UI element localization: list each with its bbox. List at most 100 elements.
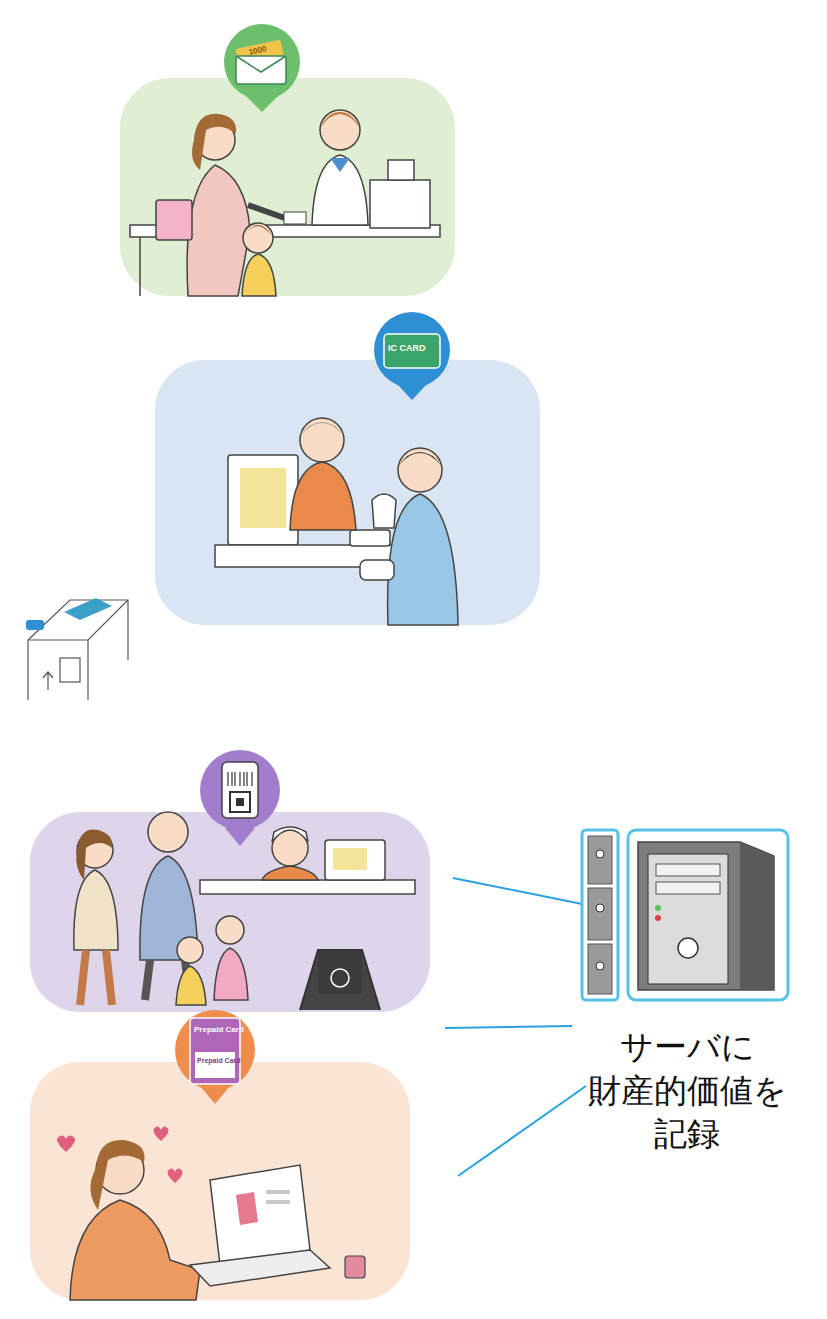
qr-code-scene <box>262 866 318 880</box>
ic-card-scene <box>240 468 286 528</box>
qr-code-scene <box>148 818 188 830</box>
ticket-gate-icon <box>87 640 88 700</box>
voucher-scene <box>284 212 306 224</box>
qr-code-scene <box>200 880 415 894</box>
qr-code-scene <box>80 950 86 1005</box>
qr-code-scene <box>106 950 112 1005</box>
online-prepaid-scene <box>30 1062 410 1300</box>
qr-code-scene <box>230 792 250 812</box>
server-icon <box>678 938 698 958</box>
voucher-scene <box>370 180 430 228</box>
qr-code-scene <box>216 916 244 944</box>
online-prepaid-scene <box>236 1192 258 1225</box>
qr-code-scene <box>30 750 430 1012</box>
ic-card-scene <box>228 455 298 545</box>
server-node: サーバに 財産的価値を 記録 <box>560 820 820 1190</box>
voucher-scene <box>120 78 455 296</box>
online-prepaid-scene <box>30 1010 410 1300</box>
ic-card-scene <box>360 560 394 580</box>
ticket-gate-icon <box>43 672 53 690</box>
server-icon <box>596 904 604 912</box>
voucher-scene <box>224 24 300 100</box>
qr-code-scene <box>214 948 248 1000</box>
online-prepaid-scene <box>175 1010 255 1090</box>
voucher-scene <box>243 223 273 253</box>
qr-code-scene <box>234 772 235 786</box>
online-prepaid-scene <box>154 1126 169 1141</box>
qr-code-scene <box>333 848 367 870</box>
qr-code-scene <box>236 798 244 806</box>
qr-code-scene <box>222 762 258 818</box>
ic-card-scene <box>155 360 540 625</box>
qr-code-scene <box>30 812 430 1012</box>
server-icon <box>588 944 612 994</box>
qr-code-scene <box>228 772 252 786</box>
ic-card-scene <box>398 448 442 492</box>
leader-line <box>445 878 586 1176</box>
ic-card-scene <box>290 462 356 530</box>
server-icon <box>596 850 604 858</box>
voucher-scene <box>236 56 286 84</box>
server-icon <box>560 820 820 1010</box>
voucher-scene <box>388 160 414 180</box>
qr-code-scene <box>145 960 150 1000</box>
online-prepaid-scene <box>168 1168 183 1183</box>
voucher-scene <box>236 56 286 72</box>
voucher-scene <box>242 254 276 296</box>
server-icon <box>628 830 788 1000</box>
ticket-gate-icon <box>64 598 112 620</box>
qr-code-scene <box>225 828 255 846</box>
qr-code-scene <box>177 937 203 963</box>
voucher-scene <box>156 200 192 240</box>
voucher-scene <box>320 112 360 128</box>
voucher-scene <box>192 114 236 170</box>
server-icon <box>588 888 612 940</box>
ic-card-scene <box>372 494 396 528</box>
qr-code-scene <box>272 827 308 842</box>
ic-card-scene <box>384 334 440 368</box>
card-label: IC CARD <box>388 343 426 353</box>
voucher-scene <box>120 24 455 296</box>
leader-line <box>445 1026 572 1028</box>
voucher-scene <box>330 158 350 172</box>
online-prepaid-scene <box>266 1200 290 1204</box>
server-icon <box>582 830 618 1000</box>
voucher-scene <box>139 237 141 296</box>
card-label: Prepaid Card <box>194 1025 244 1034</box>
ic-card-scene <box>300 418 344 462</box>
server-caption: サーバに 財産的価値を 記録 <box>572 1025 802 1156</box>
online-prepaid-scene <box>345 1256 365 1278</box>
server-icon <box>740 842 774 990</box>
qr-code-scene <box>325 840 385 880</box>
server-icon <box>596 962 604 970</box>
server-icon <box>656 864 720 876</box>
qr-code-scene <box>148 812 188 852</box>
qr-code-scene <box>318 950 362 994</box>
card-label: Prepaid Card <box>197 1057 241 1064</box>
online-prepaid-scene <box>90 1140 144 1210</box>
qr-code-scene <box>243 772 244 786</box>
qr-code-scene <box>227 772 228 786</box>
online-prepaid-scene <box>190 1250 330 1286</box>
qr-code-scene <box>300 950 380 1010</box>
ic-card-scene <box>374 312 450 388</box>
qr-code-scene <box>246 772 247 786</box>
ic-card-scene <box>155 312 540 625</box>
online-prepaid-scene <box>210 1165 310 1265</box>
qr-code-scene <box>331 969 349 987</box>
qr-code-scene <box>74 870 118 950</box>
ticket-gate-icon <box>26 620 44 630</box>
leader-line <box>453 878 582 904</box>
qr-code-scene <box>239 772 240 786</box>
server-icon <box>648 854 728 984</box>
voucher-scene <box>187 165 250 296</box>
ic-card-scene <box>300 422 344 436</box>
qr-code-scene <box>231 772 232 786</box>
ticket-gate-icon <box>26 598 128 700</box>
server-icon <box>655 905 661 911</box>
online-prepaid-scene <box>266 1190 290 1194</box>
qr-code-scene <box>200 750 280 830</box>
server-icon <box>655 915 661 921</box>
server-icon <box>588 836 612 884</box>
online-prepaid-scene <box>195 1052 235 1078</box>
